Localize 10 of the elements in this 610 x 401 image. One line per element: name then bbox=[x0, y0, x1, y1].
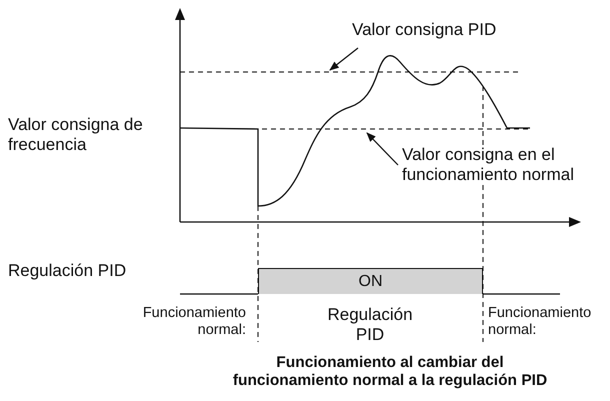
phase-label: Regulación PID bbox=[326, 305, 414, 344]
signal-label: Regulación PID bbox=[8, 261, 128, 281]
on-state-bar: ON bbox=[258, 268, 483, 294]
leader-line bbox=[366, 132, 398, 166]
axis-label: Valor consigna de frecuencia bbox=[8, 115, 143, 154]
caption: Funcionamiento al cambiar del funcionamiento normal a la regulación PID bbox=[232, 354, 548, 390]
phase-label: Funcionamiento normal: bbox=[488, 305, 592, 338]
leader-line bbox=[329, 48, 358, 71]
callout-text: Valor consigna PID bbox=[352, 20, 498, 40]
phase-label: Funcionamiento normal: bbox=[142, 305, 246, 338]
